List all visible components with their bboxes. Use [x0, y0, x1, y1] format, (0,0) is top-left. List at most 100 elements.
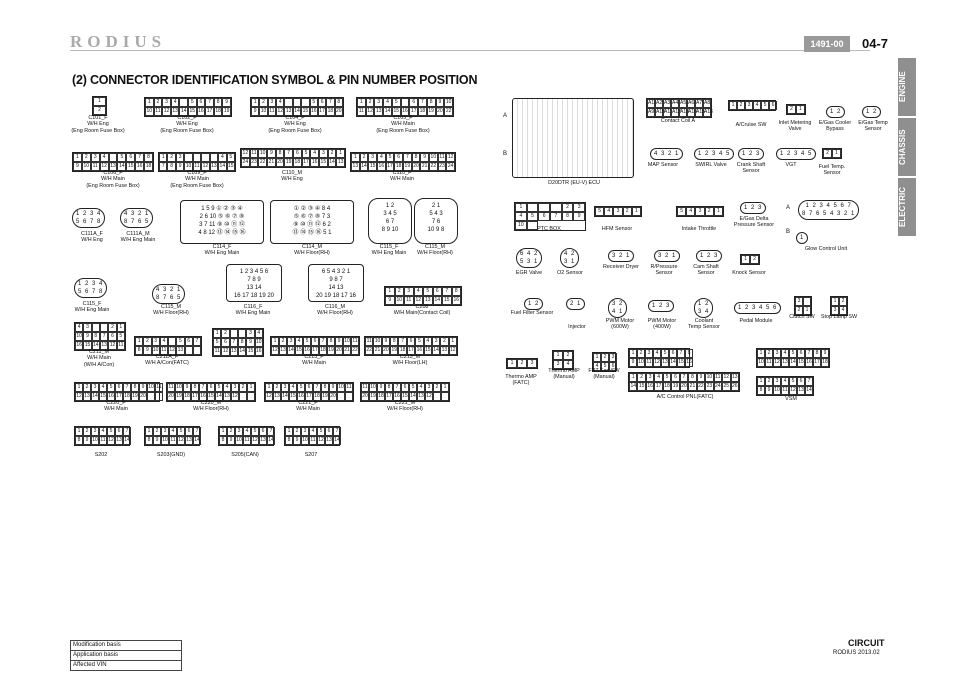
- caption-intake: Intake Throttle: [681, 226, 717, 232]
- caption-pwm600: PWM Motor(600W): [605, 318, 635, 331]
- ecu-port-b: B: [503, 151, 508, 157]
- connector-map: 4 3 2 1: [650, 148, 684, 160]
- connector-egas-delta: 1 2 3: [740, 202, 767, 214]
- caption-thermo-manual: Thermo AMP(Manual): [548, 368, 580, 381]
- caption-swirl: SWIRL Valve: [695, 162, 727, 168]
- caption-contact-coil: Contact Coil A: [660, 118, 696, 124]
- page-number: 04-7: [862, 36, 889, 51]
- connector-fuel-filter: 1 2: [524, 298, 544, 310]
- connector-pedal: 1 2 3 4 5 6: [734, 302, 782, 314]
- caption-s207: S207: [304, 452, 318, 458]
- caption-egr: EGR Valve: [515, 270, 543, 276]
- tab-engine[interactable]: ENGINE: [898, 58, 916, 116]
- connector-receiver: 3 2 1: [608, 250, 635, 262]
- caption-vgt: VGT: [785, 162, 797, 168]
- footer-date: RODIUS 2013.02: [833, 650, 880, 656]
- caption-ecu: D20DTR (EU-V) ECU: [548, 180, 600, 186]
- brand-logo: RODIUS: [70, 32, 167, 51]
- caption-fuel-filter: Fuel Filter Sensor: [510, 310, 554, 316]
- tab-chassis[interactable]: CHASSIS: [898, 118, 916, 176]
- caption-knock: Knock Sensor: [732, 270, 766, 276]
- caption-vsm: VSM: [785, 396, 797, 402]
- connector-egas-cooler: 1 2: [826, 106, 846, 118]
- connector-swirl: 1 2 3 4 5: [694, 148, 735, 160]
- revision-modification: Modification basis: [71, 641, 181, 651]
- revision-vin: Affected VIN: [73, 662, 107, 668]
- caption-pedal: Pedal Module: [739, 318, 773, 324]
- connector-injector: 2 1: [566, 298, 586, 310]
- caption-injector: Injector: [568, 324, 586, 330]
- caption-acpnl: A/C Control PNL(FATC): [656, 394, 714, 400]
- connector-crank: 1 2 3: [738, 148, 765, 160]
- revision-application: Application basis: [71, 651, 181, 661]
- ecu-port-a: A: [503, 113, 508, 119]
- tab-electric[interactable]: ELECTRIC: [898, 178, 916, 236]
- caption-map: MAP Sensor: [647, 162, 679, 168]
- caption-ptc: PTC BOX: [537, 226, 561, 232]
- glow-port-b: B: [786, 229, 791, 235]
- connector-glow-b: 1: [796, 232, 809, 244]
- footer-section: CIRCUIT: [848, 638, 885, 648]
- caption-acruise: A/Cruise SW: [735, 122, 767, 128]
- header-rule: [70, 50, 870, 51]
- doc-code-badge: 1491-00: [804, 36, 850, 52]
